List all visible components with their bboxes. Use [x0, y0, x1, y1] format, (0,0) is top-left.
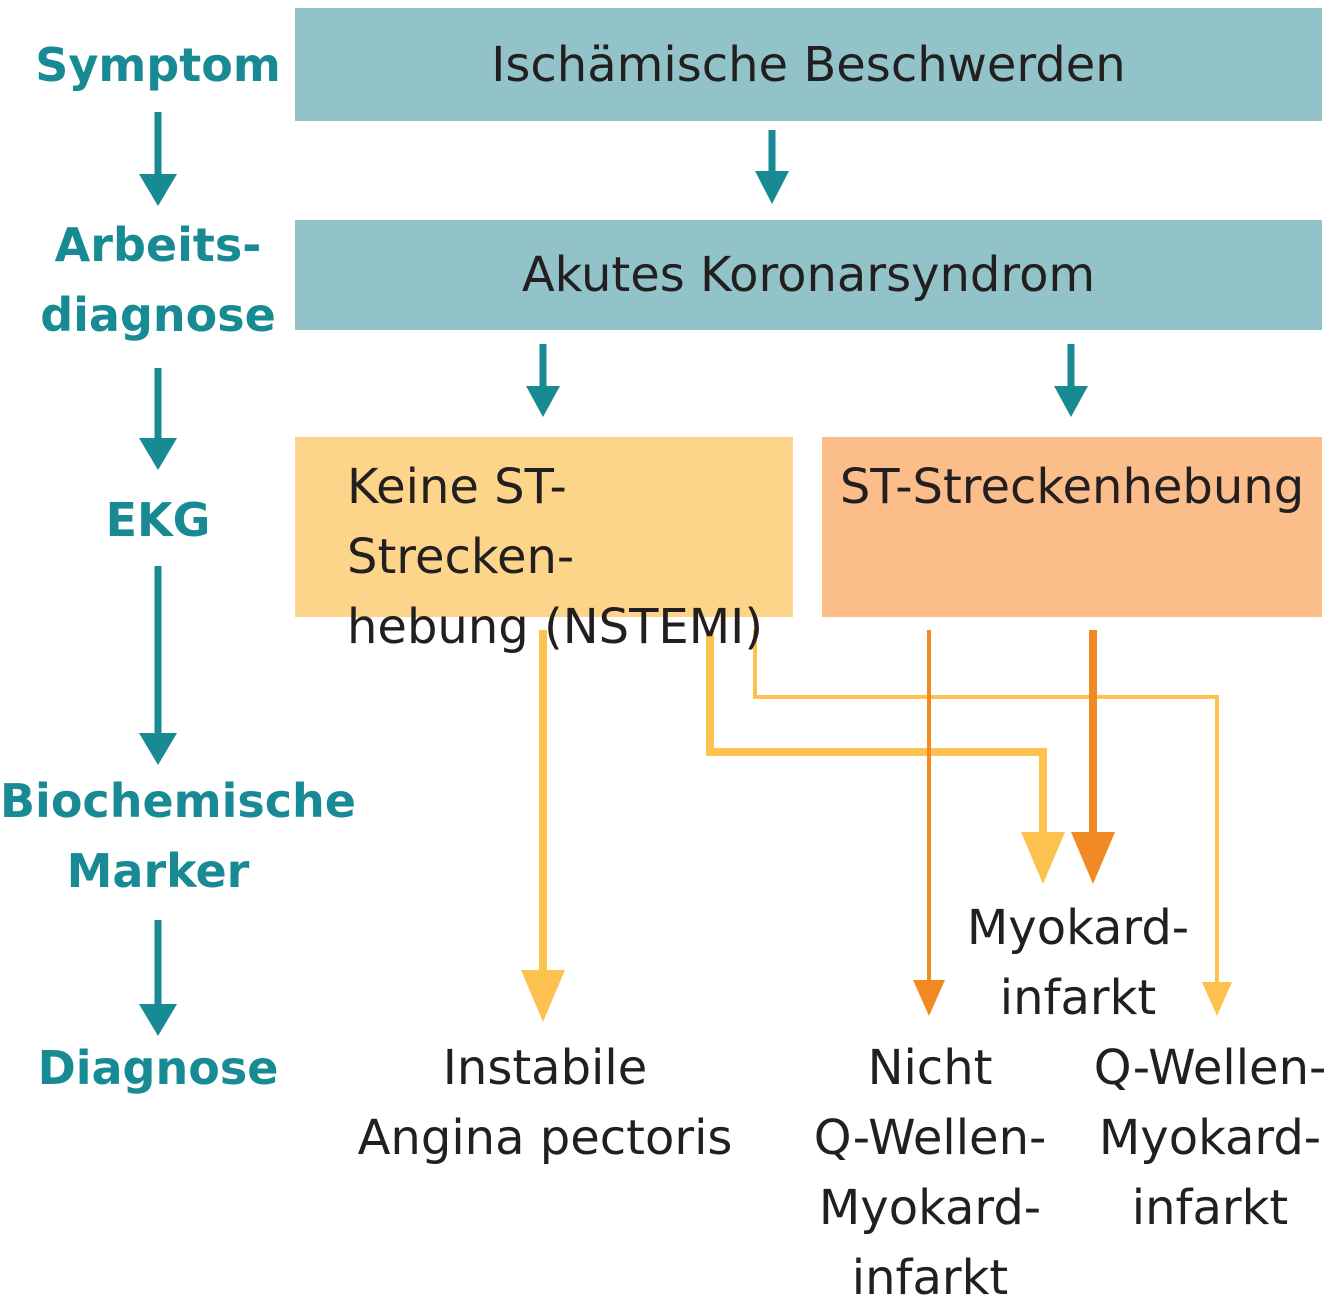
step-label-markers: Biochemische Marker	[0, 774, 356, 898]
arrowhead-acs-stemi	[1054, 386, 1088, 417]
box-stemi: ST-Streckenhebung	[822, 437, 1322, 617]
box-nstemi: Keine ST-Strecken- hebung (NSTEMI)	[295, 437, 793, 655]
arrowhead-nonqmi	[913, 980, 945, 1016]
step-label-diagnosis: Diagnose	[37, 1041, 279, 1095]
box-ischemic-complaints: Ischämische Beschwerden	[295, 8, 1322, 121]
step-arrowhead-3	[139, 733, 177, 765]
arrowhead-qmi	[1202, 982, 1232, 1016]
arrowhead-angina	[521, 970, 565, 1022]
step-label-ecg: EKG	[105, 493, 211, 547]
path-nstemi-mi	[706, 630, 1047, 840]
diagnosis-non-q-wave-mi: Nicht Q-Wellen- Myokard- infarkt	[813, 1040, 1047, 1306]
arrowhead-mi-orange	[1071, 832, 1115, 884]
arrowhead-ischemic-acs	[755, 171, 789, 204]
arrowhead-mi-yellow	[1021, 832, 1065, 884]
step-label-working-diagnosis: Arbeits- diagnose	[40, 218, 276, 342]
diagnosis-unstable-angina: Instabile Angina pectoris	[357, 1040, 733, 1166]
box-acute-coronary-syndrome: Akutes Koronarsyndrom	[295, 220, 1322, 330]
step-arrowhead-1	[139, 174, 177, 206]
diagnosis-myocardial-infarction: Myokard- infarkt	[966, 900, 1190, 1026]
diagnosis-q-wave-mi: Q-Wellen- Myokard- infarkt	[1093, 1040, 1325, 1236]
path-nstemi-qmi	[753, 630, 1219, 985]
step-arrowhead-4	[139, 1004, 177, 1036]
step-arrowhead-2	[139, 438, 177, 470]
step-label-symptom: Symptom	[35, 38, 281, 92]
arrowhead-acs-nstemi	[526, 386, 560, 417]
